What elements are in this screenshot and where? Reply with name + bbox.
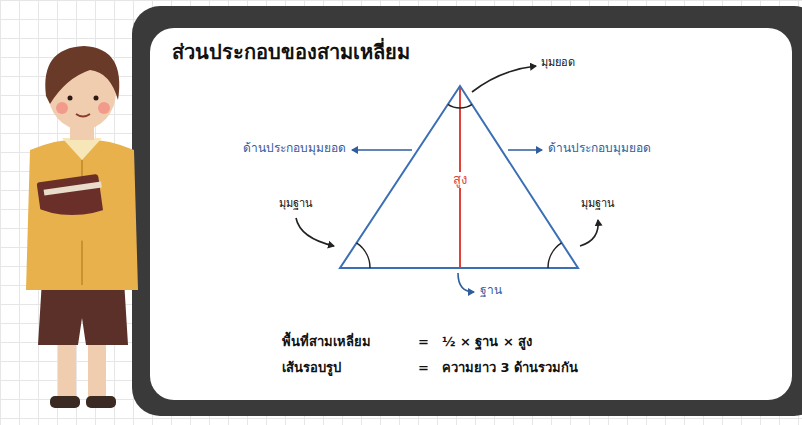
formula-name: พื้นที่สามเหลี่ยม: [282, 334, 371, 350]
base-label: ฐาน: [480, 283, 502, 298]
leader-lines: [296, 66, 598, 292]
base-angle-label: มุมฐาน: [581, 197, 615, 211]
triangle-figure: [340, 86, 578, 268]
side-label: ด้านประกอบมุมยอด: [243, 141, 346, 156]
equals-sign: =: [418, 360, 429, 376]
formula-text: ความยาว 3 ด้านรวมกัน: [442, 360, 578, 376]
student-figure: [26, 46, 138, 408]
dark-frame: [132, 6, 802, 416]
side-label: ด้านประกอบมุมยอด: [548, 141, 651, 156]
height-label: สูง: [451, 172, 469, 188]
diagram-title: ส่วนประกอบของสามเหลี่ยม: [172, 40, 410, 65]
formula-name: เส้นรอบรูป: [282, 360, 341, 376]
white-card: [150, 28, 792, 400]
base-angle-label: มุมฐาน: [279, 197, 313, 211]
equals-sign: =: [418, 334, 429, 350]
formula-text: ½ × ฐาน × สูง: [442, 334, 532, 350]
apex-angle-label: มุมยอด: [541, 56, 575, 70]
